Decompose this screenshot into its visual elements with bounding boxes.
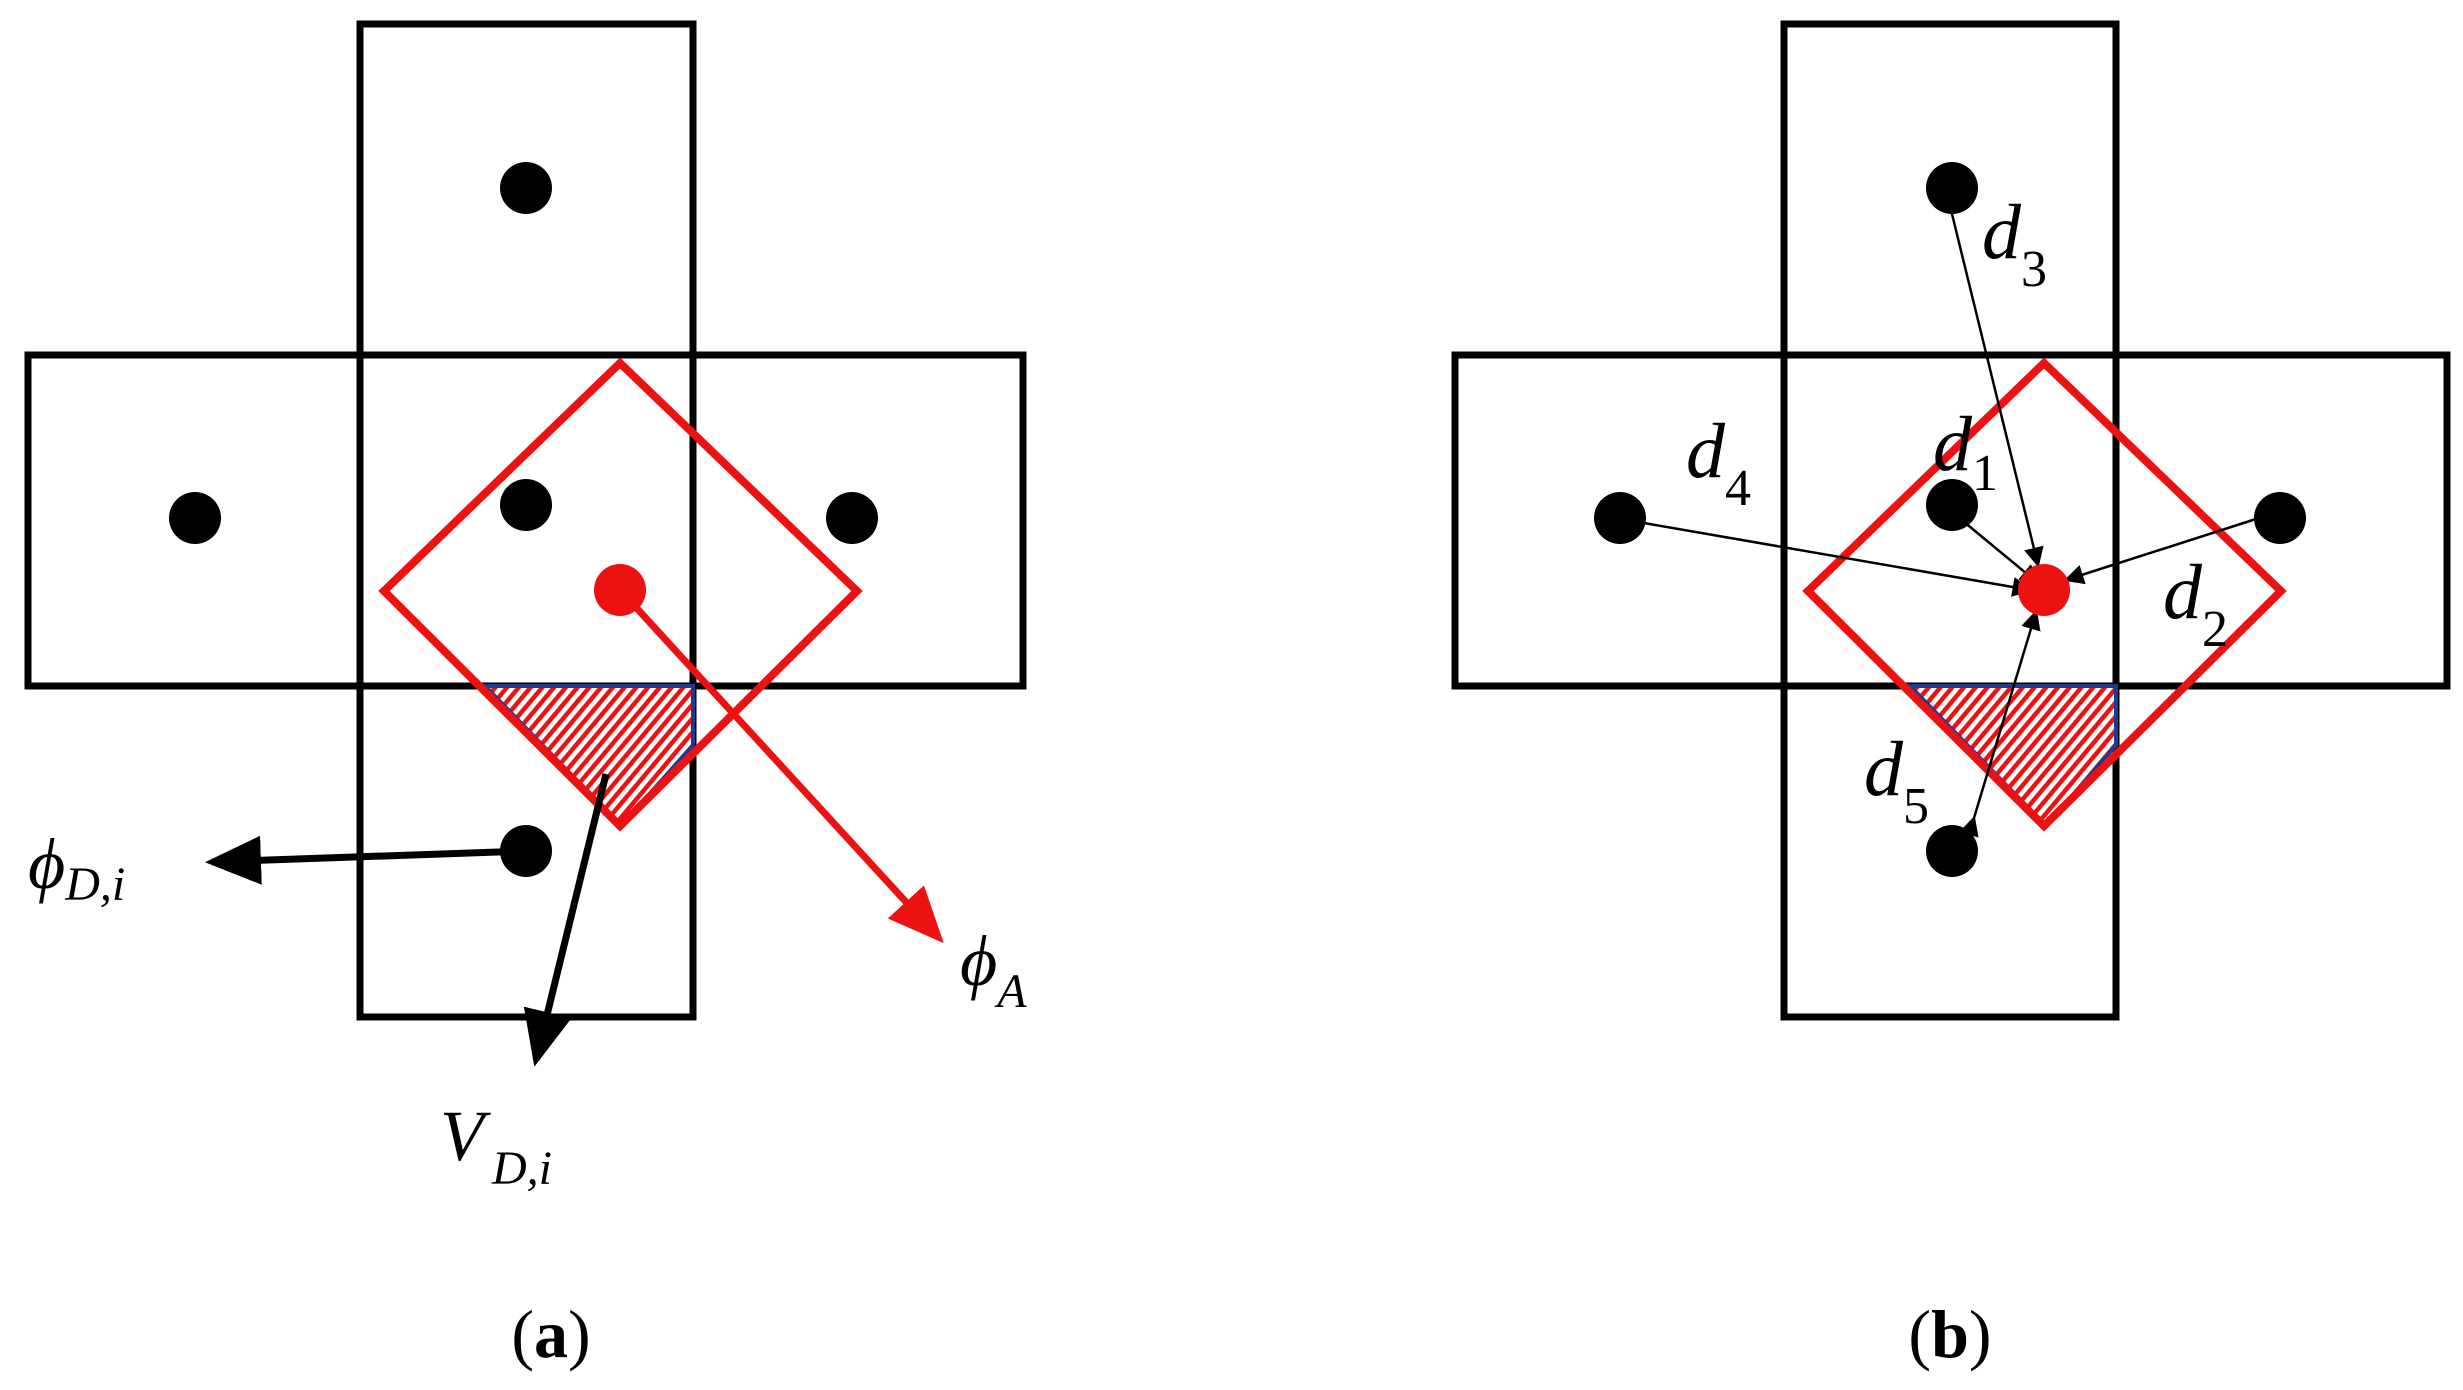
label-d5: d5 bbox=[1864, 725, 1929, 835]
arrow-phi-a bbox=[617, 587, 944, 944]
label-d4: d4 bbox=[1686, 407, 1751, 517]
arrow-d2 bbox=[2063, 504, 2276, 585]
arrow-phi-d bbox=[205, 835, 527, 885]
overlap-region-b bbox=[1905, 684, 2118, 829]
node-center-a bbox=[500, 479, 552, 531]
node-left-a bbox=[169, 492, 221, 544]
node-right-a bbox=[826, 492, 878, 544]
arrow-v-d bbox=[523, 773, 610, 1067]
node-top-a bbox=[500, 162, 552, 214]
cell-right-a bbox=[689, 351, 1027, 690]
label-d1: d1 bbox=[1933, 400, 1998, 502]
panel-a-label: (a) bbox=[511, 1296, 590, 1372]
node-rotated-b bbox=[2018, 564, 2070, 616]
arrow-d4 bbox=[1625, 510, 2033, 597]
node-right-b bbox=[2254, 492, 2306, 544]
arrow-d5 bbox=[1959, 609, 2041, 838]
node-bottom-b bbox=[1926, 825, 1978, 877]
panel-b-label: (b) bbox=[1908, 1296, 1991, 1372]
label-phi-d: ϕD,i bbox=[28, 824, 125, 911]
label-d2: d2 bbox=[2163, 548, 2228, 658]
node-left-b bbox=[1594, 492, 1646, 544]
node-center-b bbox=[1926, 479, 1978, 531]
panel-b: d1 d2 d3 d4 d5 (b) bbox=[1451, 20, 2451, 1372]
label-d3: d3 bbox=[1982, 188, 2047, 298]
rotated-cell-a bbox=[378, 357, 863, 832]
overlap-region-a bbox=[480, 684, 695, 829]
node-top-b bbox=[1926, 162, 1978, 214]
label-phi-a: ϕA bbox=[960, 921, 1027, 1018]
arrow-d3 bbox=[1938, 194, 2044, 568]
